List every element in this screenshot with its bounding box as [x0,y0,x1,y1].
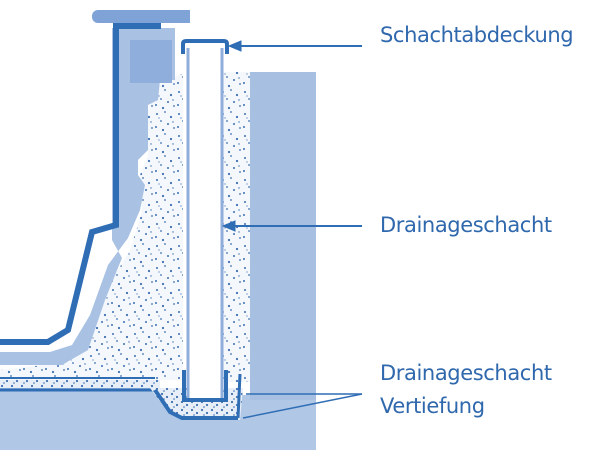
label-schachtabdeckung: Schachtabdeckung [380,23,574,47]
leader-lines [221,40,363,419]
soil-block [250,72,316,400]
gravel-fill [0,73,183,380]
label-vertiefung-line1: Drainageschacht [380,361,552,385]
slab-gravel-layer [0,380,160,388]
shaft-cover [181,39,229,54]
ground-slab [0,380,316,450]
label-vertiefung-line2: Vertiefung [380,394,485,418]
drainage-shaft [182,48,228,402]
wall-cap [92,10,190,23]
wall-block [130,40,172,83]
wall-outline [0,23,161,345]
wall-body [0,28,175,365]
label-drainageschacht: Drainageschacht [380,213,552,237]
